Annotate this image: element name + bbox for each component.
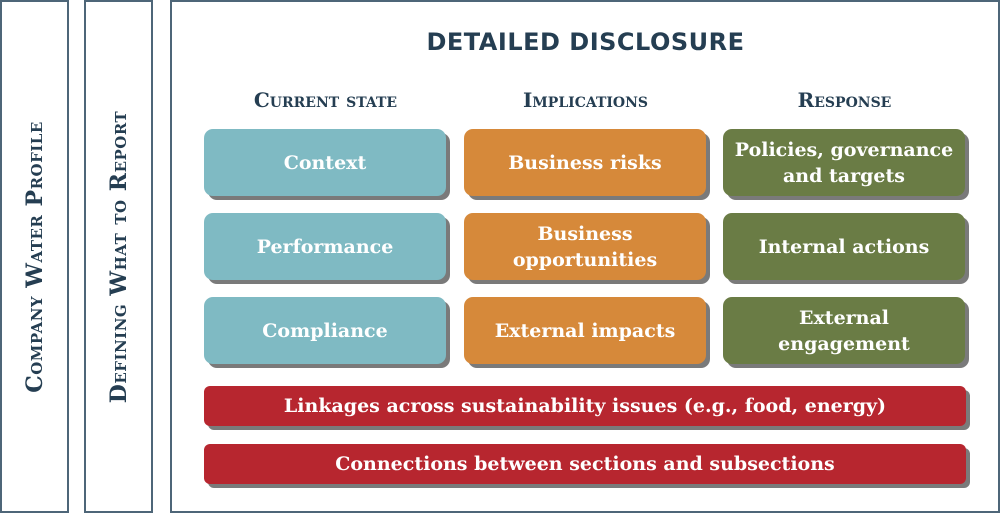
defining-what-to-report-panel: Defining What to Report xyxy=(84,0,153,513)
page-title: DETAILED DISCLOSURE xyxy=(426,28,745,56)
column-header-current-state: Current state xyxy=(253,88,398,112)
company-water-profile-label: Company Water Profile xyxy=(21,120,48,393)
column-header-response: Response xyxy=(797,88,892,112)
box-context: Context xyxy=(204,129,446,196)
box-business-risks: Business risks xyxy=(464,129,706,196)
box-external-engagement: External engagement xyxy=(723,297,965,364)
column-header-implications: Implications xyxy=(522,88,649,112)
box-policies-governance-targets: Policies, governance and targets xyxy=(723,129,965,196)
company-water-profile-panel: Company Water Profile xyxy=(0,0,69,513)
bar-connections: Connections between sections and subsect… xyxy=(204,444,966,484)
box-compliance: Compliance xyxy=(204,297,446,364)
box-external-impacts: External impacts xyxy=(464,297,706,364)
box-business-opportunities: Business opportunities xyxy=(464,213,706,280)
bar-linkages: Linkages across sustainability issues (e… xyxy=(204,386,966,426)
box-performance: Performance xyxy=(204,213,446,280)
defining-what-to-report-label: Defining What to Report xyxy=(105,110,132,403)
box-internal-actions: Internal actions xyxy=(723,213,965,280)
